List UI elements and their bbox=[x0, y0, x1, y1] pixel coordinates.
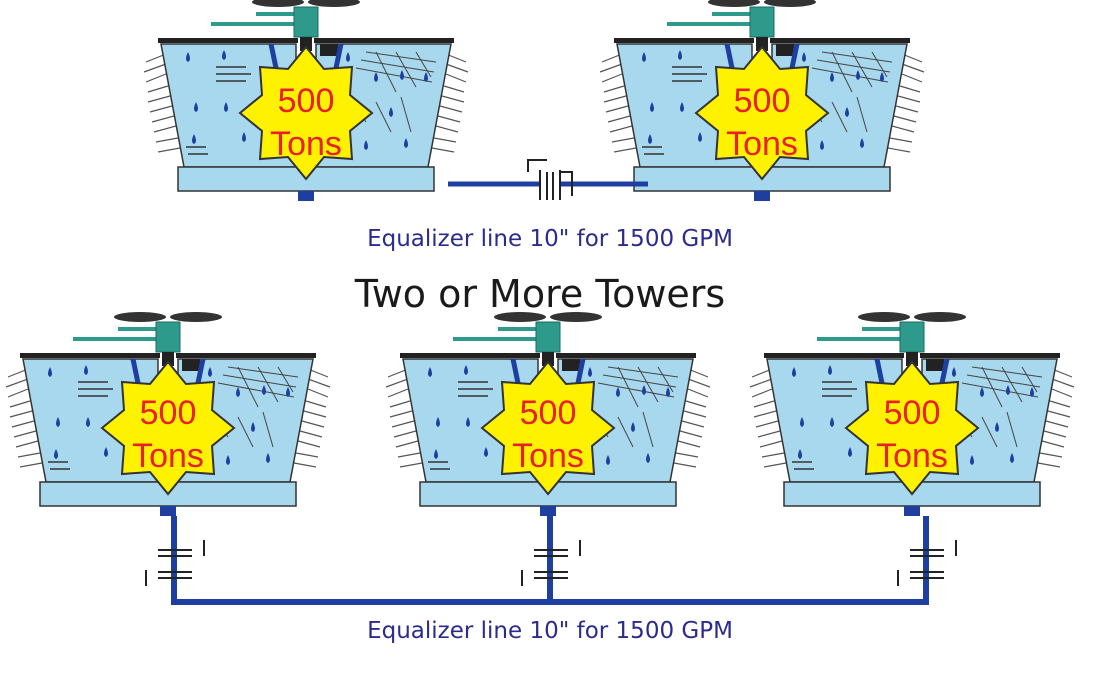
badge-unit: Tons bbox=[270, 125, 342, 163]
badge-value: 500 bbox=[884, 394, 941, 432]
badge-value: 500 bbox=[278, 82, 335, 120]
caption-top: Equalizer line 10" for 1500 GPM bbox=[367, 226, 733, 252]
badge-value: 500 bbox=[140, 394, 197, 432]
badge-value: 500 bbox=[520, 394, 577, 432]
badge-unit: Tons bbox=[726, 125, 798, 163]
badge-unit: Tons bbox=[876, 437, 948, 475]
section-title: Two or More Towers bbox=[355, 272, 725, 316]
badge-value: 500 bbox=[734, 82, 791, 120]
equalizer-pipe-top bbox=[448, 160, 648, 200]
badge-unit: Tons bbox=[512, 437, 584, 475]
caption-bottom: Equalizer line 10" for 1500 GPM bbox=[367, 618, 733, 644]
badge-unit: Tons bbox=[132, 437, 204, 475]
equalizer-pipe-bottom bbox=[146, 516, 956, 602]
